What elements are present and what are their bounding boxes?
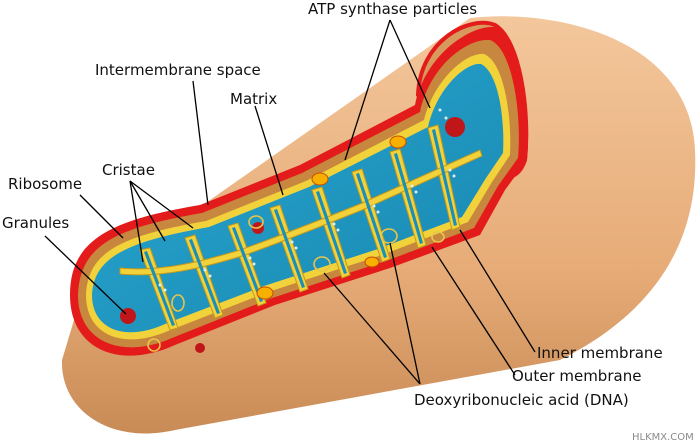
leader-lines: [44, 19, 536, 385]
leader-granules: [44, 235, 127, 315]
leader-dna-2: [389, 242, 421, 385]
label-outer-membrane: Outer membrane: [512, 367, 642, 385]
atp-synthase-dots: [158, 108, 456, 292]
cristae-cores: [144, 129, 457, 326]
label-granules: Granules: [2, 214, 70, 232]
leader-outer-1: [431, 246, 516, 376]
leader-matrix: [254, 105, 284, 196]
leader-cristae-1: [129, 180, 144, 263]
label-atp-synthase: ATP synthase particles: [308, 0, 478, 18]
label-inner-membrane: Inner membrane: [537, 344, 663, 362]
label-matrix: Matrix: [230, 90, 278, 108]
leader-cristae-3: [129, 180, 194, 229]
leader-atp-1: [344, 19, 391, 161]
leader-inner-1: [459, 229, 536, 353]
leader-ribosome: [79, 194, 124, 239]
leader-cristae-2: [129, 180, 166, 242]
leader-dna-1: [323, 272, 421, 385]
leader-atp-2: [389, 19, 431, 109]
watermark: HLKMX.COM: [632, 432, 694, 443]
label-dna: Deoxyribonucleic acid (DNA): [414, 391, 629, 409]
ribosomes: [256, 135, 407, 300]
label-intermembrane-space: Intermembrane space: [95, 61, 261, 79]
granules: [120, 117, 465, 353]
granule: [445, 117, 465, 137]
granule: [195, 343, 205, 353]
leader-intermembrane: [192, 80, 209, 206]
dna-loops: [147, 215, 445, 352]
label-ribosome: Ribosome: [8, 175, 83, 193]
label-cristae: Cristae: [102, 161, 155, 179]
